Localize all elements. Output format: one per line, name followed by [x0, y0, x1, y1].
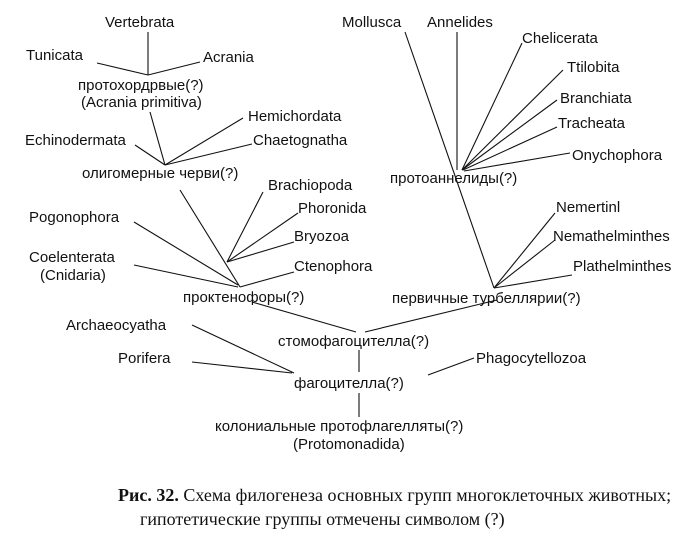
branch-coelenterata: [133, 264, 239, 288]
label-porifera: Porifera: [118, 350, 171, 367]
branch-oligomeric-worms: [179, 189, 241, 288]
caption-line-2: гипотетические группы отмечены символом …: [140, 509, 505, 529]
label-protoannelids: протоаннелиды(?): [390, 170, 517, 187]
label-phoronida: Phoronida: [298, 200, 367, 217]
branch-plathelminthes: [493, 274, 573, 289]
branch-acrania: [147, 61, 201, 76]
label-brachiopoda: Brachiopoda: [268, 177, 353, 194]
branch-mollusca: [404, 31, 495, 289]
label-acrania-primitiva: (Acrania primitiva): [81, 94, 202, 111]
branch-branchiata: [461, 99, 558, 171]
label-onychophora: Onychophora: [572, 147, 663, 164]
branch-tunicata: [96, 62, 149, 76]
label-bryozoa: Bryozoa: [294, 228, 350, 245]
label-pogonophora: Pogonophora: [29, 209, 120, 226]
label-chaetognatha: Chaetognatha: [253, 132, 348, 149]
label-phagocytella: фагоцителла(?): [294, 375, 404, 392]
branch-chaetognatha: [164, 143, 253, 166]
label-colonial-protoflagellates: колониальные протофлагелляты(?): [215, 418, 463, 435]
branch-ctenophora: [239, 271, 295, 288]
label-phagocytellozoa: Phagocytellozoa: [476, 350, 587, 367]
label-nemertini: Nemertinl: [556, 199, 620, 216]
branch-echinodermata: [134, 144, 166, 166]
branch-nemathelminthes: [493, 239, 556, 289]
label-stomophagocytella: стомофагоцителла(?): [278, 333, 429, 350]
label-trilobita: Ttilobita: [567, 59, 620, 76]
branch-turbellarians: [364, 299, 498, 333]
label-protochordates: протохордрвые(?): [78, 77, 204, 94]
label-mollusca: Mollusca: [342, 14, 402, 31]
taxon-labels: Vertebrata Tunicata Acrania протохордрвы…: [25, 14, 671, 453]
label-nemathelminthes: Nemathelminthes: [553, 228, 670, 245]
branch-porifera: [191, 361, 293, 374]
branch-brachiopoda: [226, 191, 264, 263]
label-chelicerata: Chelicerata: [522, 30, 599, 47]
branches: [96, 31, 573, 417]
branch-chelicerata: [461, 42, 523, 171]
branch-pogonophora: [133, 221, 239, 286]
label-coelenterata: Coelenterata: [29, 249, 116, 266]
branch-phoronida: [226, 212, 299, 263]
label-hemichordata: Hemichordata: [248, 108, 342, 125]
branch-hemichordata: [164, 117, 244, 166]
figure-caption: Рис. 32. Схема филогенеза основных групп…: [118, 483, 688, 531]
label-branchiata: Branchiata: [560, 90, 632, 107]
label-tunicata: Tunicata: [26, 47, 84, 64]
label-plathelminthes: Plathelminthes: [573, 258, 671, 275]
caption-line-1: Рис. 32. Схема филогенеза основных групп…: [118, 483, 688, 507]
label-cnidaria: (Cnidaria): [40, 267, 106, 284]
branch-bryozoa: [226, 241, 295, 263]
caption-label: Рис. 32.: [118, 485, 179, 505]
label-protomonadida: (Protomonadida): [293, 436, 405, 453]
label-tracheata: Tracheata: [558, 115, 626, 132]
label-annelides: Annelides: [427, 14, 493, 31]
branch-protochordates: [149, 111, 166, 166]
branch-phagocytellozoa: [427, 357, 475, 376]
branch-archaeocyatha: [191, 324, 295, 374]
caption-text-1: Схема филогенеза основных групп многокле…: [178, 485, 672, 505]
branch-tracheata: [462, 126, 558, 171]
branch-proctenophores: [251, 301, 357, 333]
label-proctenophores: проктенофоры(?): [183, 289, 304, 306]
label-archaeocyatha: Archaeocyatha: [66, 317, 167, 334]
label-primary-turbellarians: первичные турбеллярии(?): [392, 290, 581, 307]
branch-trilobita: [461, 69, 564, 171]
label-acrania: Acrania: [203, 49, 255, 66]
label-echinodermata: Echinodermata: [25, 132, 127, 149]
label-oligomeric-worms: олигомерные черви(?): [82, 165, 238, 182]
branch-onychophora: [463, 152, 571, 172]
branch-nemertini: [493, 212, 556, 289]
label-ctenophora: Ctenophora: [294, 258, 373, 275]
label-vertebrata: Vertebrata: [105, 14, 175, 31]
